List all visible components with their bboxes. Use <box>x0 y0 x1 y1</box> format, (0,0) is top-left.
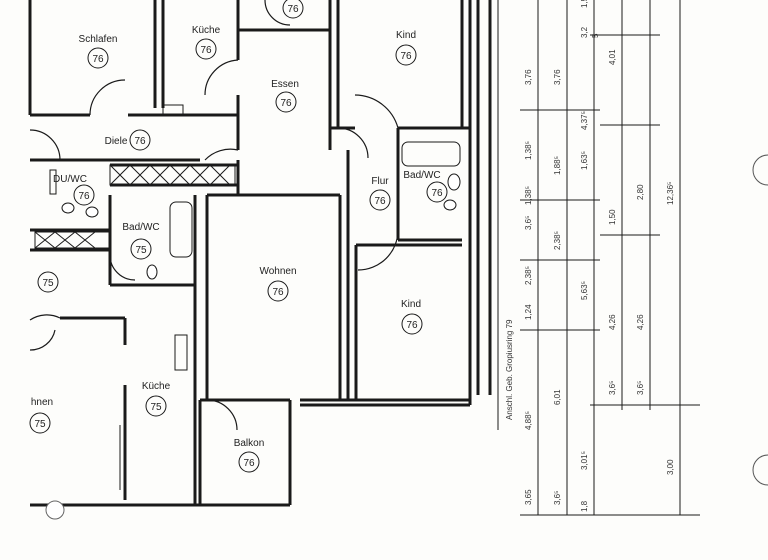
room-label-flur: Flur <box>371 176 389 187</box>
hatched-elements <box>34 104 461 490</box>
dim-c2-3: 2,38⁵ <box>524 266 533 285</box>
room-number-texts: 76 76 76 76 76 76 76 76 75 76 76 75 75 7… <box>34 4 443 469</box>
room-num-duwc: 76 <box>78 191 90 202</box>
dim-c4-2: 5,63⁵ <box>580 281 589 300</box>
fixtures <box>61 173 461 280</box>
room-num-badwc-right: 76 <box>431 188 443 199</box>
dim-c3-4: 3,6⁵ <box>553 491 562 505</box>
dim-c5-3: 3,6⁵ <box>636 381 645 395</box>
dim-c6-2: 3,00 <box>666 459 675 475</box>
room-num-essen: 76 <box>280 98 292 109</box>
room-num-kind-top: 76 <box>400 51 412 62</box>
dim-top-2: 5 <box>591 33 600 38</box>
dim-top-1: 3,2 <box>580 26 589 38</box>
dim-c1-1: 3,65 <box>524 489 533 505</box>
room-label-kueche-bottom: Küche <box>142 381 171 392</box>
dim-c3-2: 2,38⁵ <box>553 231 562 250</box>
room-label-badwc-right: Bad/WC <box>403 170 440 181</box>
dim-c3-1: 1,88⁵ <box>553 156 562 175</box>
annotation-neighbor-building: Anschl. Geb. Gropiusring 79 <box>505 319 514 420</box>
dim-c5-2: 4,26 <box>608 314 617 330</box>
dim-c2-1: 1,38⁵ <box>524 141 533 160</box>
dim-top-0: 1,5 <box>580 0 589 8</box>
room-label-kueche-top: Küche <box>192 25 221 36</box>
room-num-top-76: 76 <box>287 4 299 15</box>
dim-c2-0: 3,76 <box>524 69 533 85</box>
dim-c1-0: 4,88⁵ <box>524 411 533 430</box>
room-label-balkon: Balkon <box>234 438 265 449</box>
dimension-texts: 4,88⁵ 3,65 3,76 1,38⁵ 1,38⁵ 2,38⁵ 1,24 3… <box>524 0 675 512</box>
dim-c2-5: 3,6⁵ <box>524 216 533 230</box>
dim-c4-1: 1,63⁵ <box>580 151 589 170</box>
dim-c6-0: 2,80 <box>636 184 645 200</box>
room-num-wohnen: 76 <box>272 287 284 298</box>
room-num-left-75: 75 <box>42 278 54 289</box>
dimension-lines <box>497 0 700 516</box>
dim-c4-5: 1,8 <box>580 500 589 512</box>
room-num-balkon: 76 <box>243 458 255 469</box>
dim-c3-3: 6,01 <box>553 389 562 405</box>
room-label-kind-top: Kind <box>396 30 416 41</box>
door-arcs <box>29 0 399 431</box>
room-num-kueche-bottom: 75 <box>150 402 162 413</box>
room-label-schlafen: Schlafen <box>79 34 118 45</box>
dim-c6-1: 4,26 <box>636 314 645 330</box>
room-num-diele: 76 <box>134 136 146 147</box>
dim-c4-3: 3,01⁵ <box>580 451 589 470</box>
room-num-wohnen-left: 75 <box>34 419 46 430</box>
dim-c3-0: 3,76 <box>553 69 562 85</box>
walls <box>28 0 492 507</box>
room-num-kueche-top: 76 <box>200 45 212 56</box>
room-label-wohnen: Wohnen <box>259 266 296 277</box>
room-num-badwc-left: 75 <box>135 245 147 256</box>
dim-c4-0: 4,37⁵ <box>580 111 589 130</box>
room-num-schlafen: 76 <box>92 54 104 65</box>
binder-holes <box>45 154 768 520</box>
dim-c2-4: 1,24 <box>524 304 533 320</box>
room-labels: Schlafen Küche Essen Kind Diele DU/WC Fl… <box>31 25 441 449</box>
dim-c4-4: 3,6⁵ <box>608 381 617 395</box>
dim-c2-2: 1,38⁵ <box>524 186 533 205</box>
room-label-badwc-left: Bad/WC <box>122 222 159 233</box>
room-num-flur: 76 <box>374 196 386 207</box>
dim-c5-0: 4,01 <box>608 49 617 65</box>
room-numbers <box>29 0 448 473</box>
room-label-diele: Diele <box>105 136 128 147</box>
room-label-duwc: DU/WC <box>53 174 87 185</box>
room-num-kind-bottom: 76 <box>406 320 418 331</box>
room-label-kind-bottom: Kind <box>401 299 421 310</box>
dim-c7-0: 12,36⁵ <box>666 182 675 205</box>
room-label-wohnen-left: hnen <box>31 397 53 408</box>
room-label-essen: Essen <box>271 79 299 90</box>
dim-c5-1: 1,50 <box>608 209 617 225</box>
